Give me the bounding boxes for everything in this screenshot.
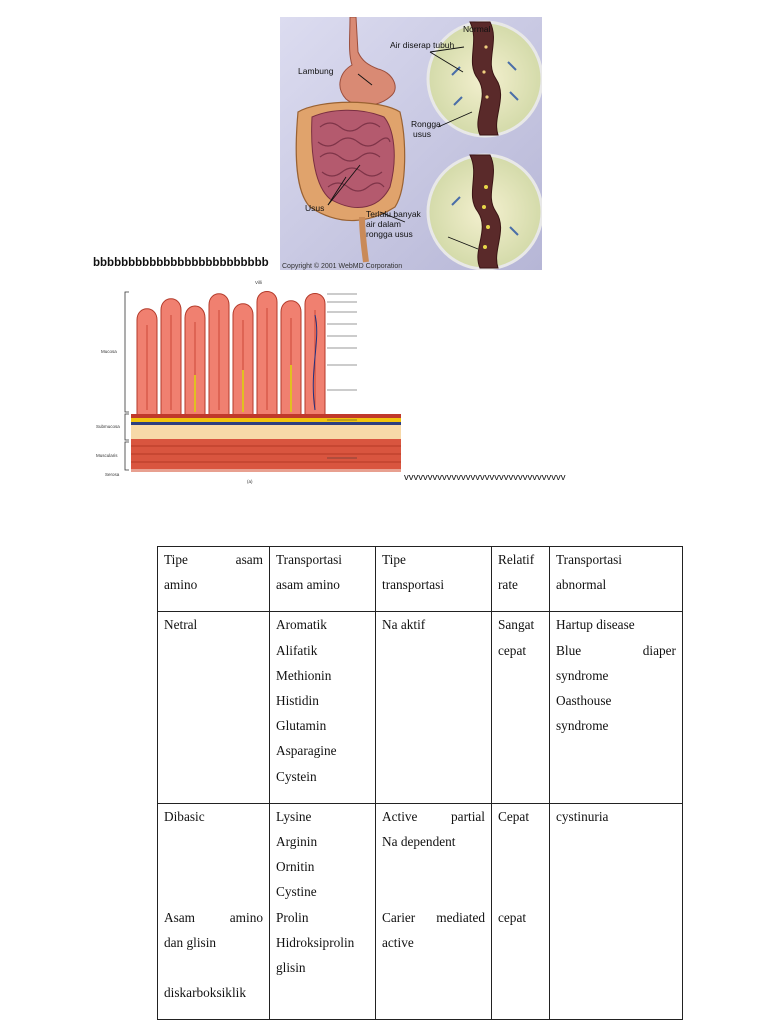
- label-usus: Usus: [305, 203, 324, 213]
- digestive-system-figure: Normal Air diserap tubuh Lambung Rongga …: [280, 17, 542, 270]
- cell-rate: Cepat cepat: [491, 802, 550, 1021]
- label-mucosa: Mucosa: [101, 349, 117, 354]
- cell-jenis-transport: Active partial Na dependent Carier media…: [375, 802, 492, 1021]
- label-rongga-usus: rongga usus: [366, 229, 413, 239]
- filler-text-b: bbbbbbbbbbbbbbbbbbbbbbbbb: [93, 257, 269, 269]
- cell-transport: Aromatik Alifatik Methionin Histidin Glu…: [269, 611, 376, 804]
- intestinal-wall-figure: Mucosa Submucosa Muscularis Serosa Villi…: [95, 280, 407, 485]
- label-serosa: Serosa: [105, 472, 120, 477]
- cell-transport: Lysine Arginin Ornitin Cystine Prolin Hi…: [269, 802, 376, 1021]
- filler-text-v: vvvvvvvvvvvvvvvvvvvvvvvvvvvvvvvvvv: [404, 472, 566, 483]
- amino-acid-transport-table: Tipe asam amino Transportasi asam amino …: [157, 545, 683, 1021]
- cell-tipe: Netral: [157, 611, 270, 804]
- label-usus-cavity: usus: [413, 129, 431, 139]
- cell-rate: Sangat cepat: [491, 611, 550, 804]
- cell-abnormal: Hartup disease Blue diaper syndrome Oast…: [549, 611, 683, 804]
- header-relatif-rate: Relatif rate: [491, 545, 550, 613]
- figure-caption: (a): [247, 479, 253, 484]
- table-header-row: Tipe asam amino Transportasi asam amino …: [157, 545, 683, 613]
- header-tipe-transportasi: Tipe transportasi: [375, 545, 492, 613]
- label-normal: Normal: [463, 24, 491, 34]
- label-terlalu-banyak: Terlalu banyak: [366, 209, 422, 219]
- table-row: Dibasic Asam amino dan glisin diskarboks…: [157, 802, 683, 1021]
- cell-jenis-transport: Na aktif: [375, 611, 492, 804]
- cell-tipe: Dibasic Asam amino dan glisin diskarboks…: [157, 802, 270, 1021]
- cell-abnormal: cystinuria: [549, 802, 683, 1021]
- label-submucosa: Submucosa: [96, 424, 120, 429]
- table-row: Netral Aromatik Alifatik Methionin Histi…: [157, 611, 683, 804]
- header-transportasi-abnormal: Transportasi abnormal: [549, 545, 683, 613]
- label-muscularis: Muscularis: [96, 453, 118, 458]
- label-lambung: Lambung: [298, 66, 334, 76]
- label-air-dalam: air dalam: [366, 219, 401, 229]
- header-transportasi-asam-amino: Transportasi asam amino: [269, 545, 376, 613]
- copyright-text: Copyright © 2001 WebMD Corporation: [282, 262, 402, 270]
- header-tipe-asam-amino: Tipe asam amino: [157, 545, 270, 613]
- label-air-diserap: Air diserap tubuh: [390, 40, 455, 50]
- label-villi: Villi: [255, 280, 262, 285]
- label-rongga: Rongga: [411, 119, 441, 129]
